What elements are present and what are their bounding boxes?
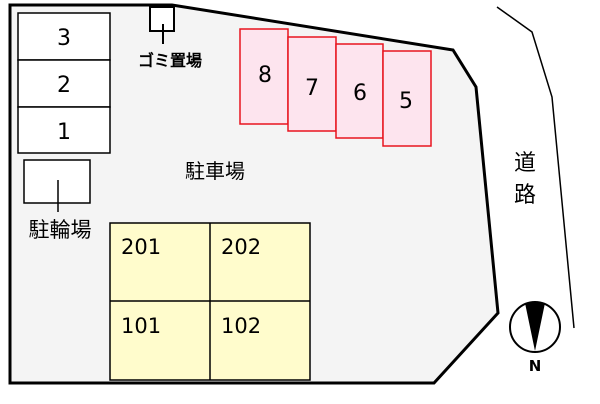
road-edge	[496, 6, 575, 329]
north-label: N	[529, 357, 542, 375]
space-number: 2	[57, 73, 71, 98]
building: 201 202 101 102	[109, 222, 311, 381]
unit-number: 102	[221, 314, 261, 338]
parking-space: 3	[17, 12, 111, 61]
parking-lot-label: 駐車場	[185, 159, 245, 183]
unit-number: 201	[121, 235, 161, 259]
unit-number: 101	[121, 314, 161, 338]
road-label-1: 道	[514, 151, 536, 176]
space-number: 1	[57, 120, 71, 145]
parking-space: 5	[382, 50, 432, 147]
bicycle-parking: 駐輪場	[23, 159, 92, 242]
space-number: 8	[258, 63, 272, 88]
bicycle-label: 駐輪場	[29, 218, 92, 242]
parking-space: 7	[287, 36, 337, 132]
parking-left-group: 3 2 1	[17, 12, 111, 154]
north-compass-icon: N	[509, 301, 561, 375]
parking-space: 8	[239, 28, 289, 125]
garbage-area: ゴミ置場	[138, 6, 202, 70]
parking-space: 2	[17, 59, 111, 108]
space-number: 6	[353, 81, 367, 106]
parking-highlighted-group: 8 7 6 5	[239, 28, 432, 147]
road-label-2: 路	[514, 183, 536, 208]
space-number: 3	[57, 26, 71, 51]
unit-number: 202	[221, 235, 261, 259]
garbage-label: ゴミ置場	[138, 51, 202, 70]
parking-space: 1	[17, 106, 111, 154]
space-number: 5	[399, 89, 413, 114]
parking-space: 6	[335, 43, 384, 139]
space-number: 7	[305, 76, 319, 101]
